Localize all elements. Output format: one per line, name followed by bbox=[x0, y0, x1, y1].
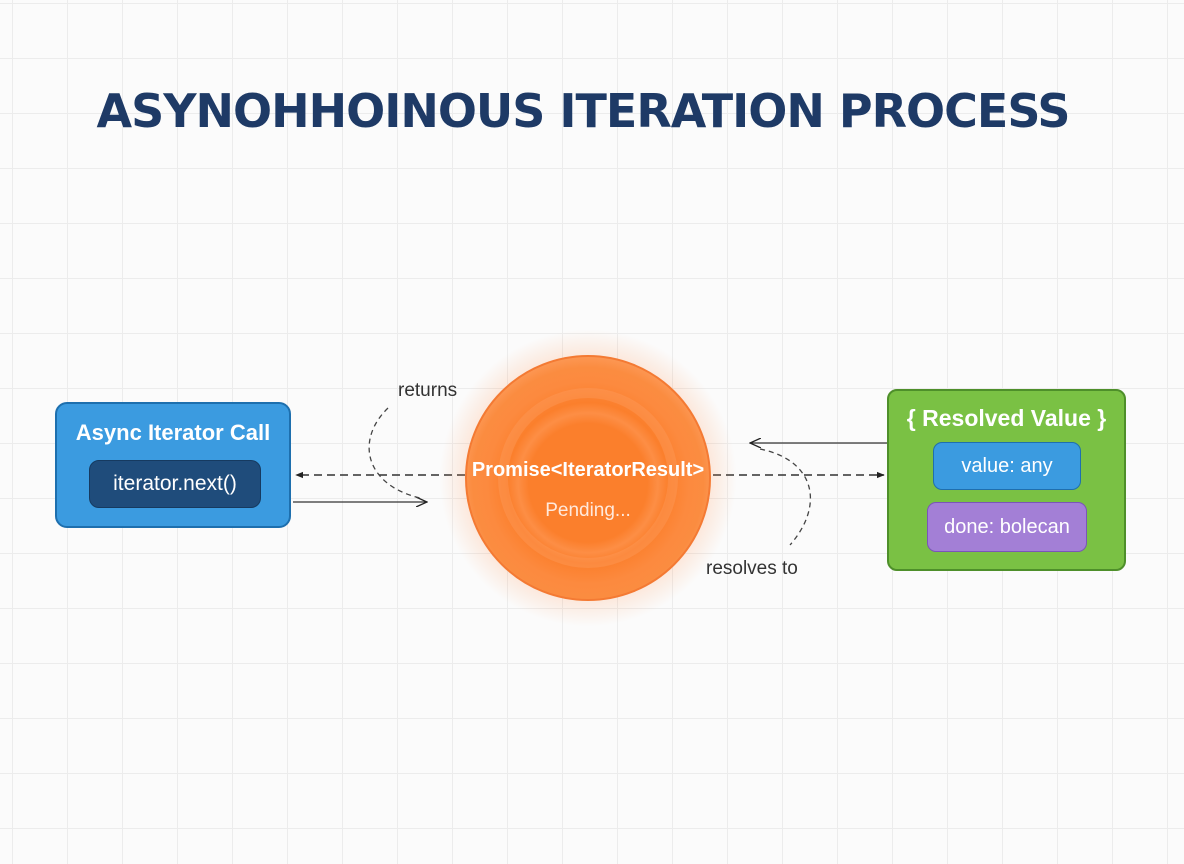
promise-inner-ring bbox=[498, 388, 678, 568]
async-iterator-call-box: Async Iterator Call iterator.next() bbox=[55, 402, 291, 528]
resolved-value-heading: { Resolved Value } bbox=[906, 405, 1107, 431]
resolved-value-box: { Resolved Value } value: any done: bole… bbox=[887, 389, 1126, 571]
done-field-pill: done: bolecan bbox=[927, 502, 1087, 552]
promise-status: Pending... bbox=[545, 500, 631, 521]
value-field-pill: value: any bbox=[933, 442, 1081, 490]
promise-label: Promise<IteratorResult> bbox=[471, 459, 705, 481]
iterator-call-heading: Async Iterator Call bbox=[75, 420, 271, 445]
resolves-curve bbox=[759, 448, 812, 546]
returns-label: returns bbox=[398, 380, 458, 401]
returns-curve bbox=[368, 407, 421, 499]
diagram-title: ASYNOHHOINOUS ITERATION PROCESS bbox=[96, 84, 1070, 138]
resolves-to-label: resolves to bbox=[706, 558, 798, 579]
iterator-next-pill: iterator.next() bbox=[89, 460, 261, 508]
